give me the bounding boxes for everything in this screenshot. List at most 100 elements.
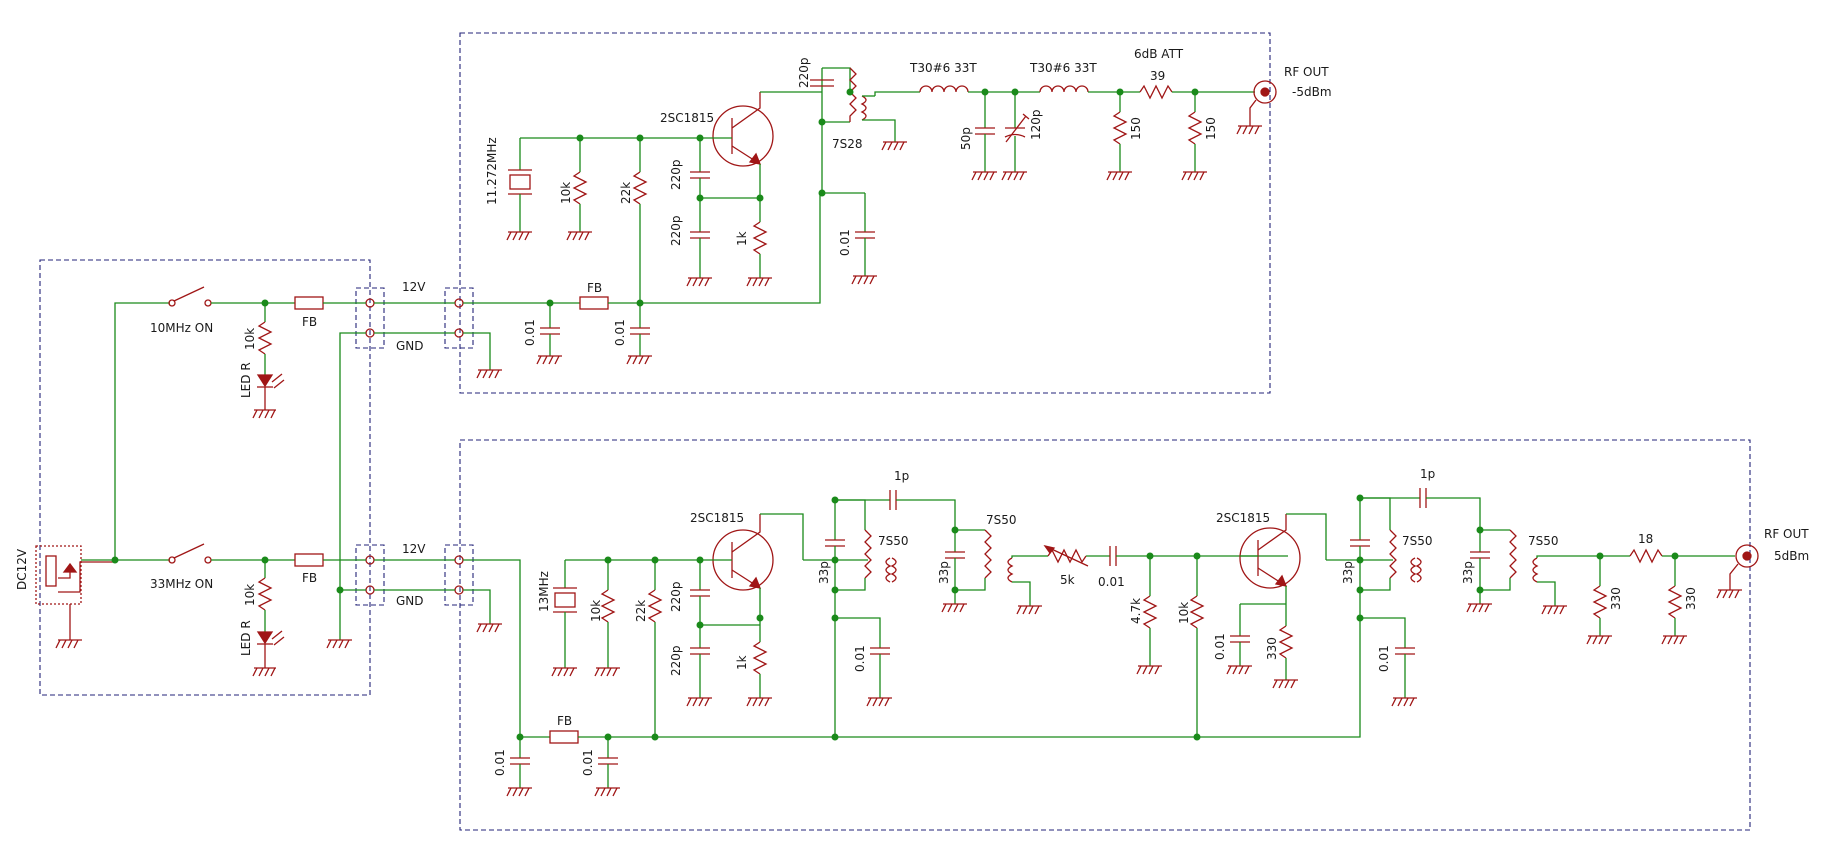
osc10-transistor xyxy=(700,92,774,167)
osc10-fb xyxy=(579,296,609,310)
osc33-rb1-label: 4.7k xyxy=(1129,598,1143,624)
osc33-cb2: 0.01 xyxy=(581,749,595,776)
osc33-ccoup-label: 0.01 xyxy=(1098,575,1125,589)
gnd-top: GND xyxy=(396,339,424,353)
osc10-ra-label: 39 xyxy=(1150,69,1165,83)
osc10-xfmr-label: 7S28 xyxy=(832,137,863,151)
osc33-pot xyxy=(1040,544,1288,567)
osc10-r2 xyxy=(632,138,648,303)
osc33-output-pad xyxy=(1586,548,1735,645)
osc33-transistor-label: 2SC1815 xyxy=(690,511,744,525)
osc10-cdec-label: 0.01 xyxy=(838,229,852,256)
dc-label: DC12V xyxy=(15,548,29,590)
osc33-ce2-label: 0.01 xyxy=(1213,633,1227,660)
osc10-cv-label: 120p xyxy=(1029,109,1043,140)
osc33-transistor2-label: 2SC1815 xyxy=(1216,511,1270,525)
osc33-re xyxy=(746,618,772,707)
v12-bottom: 12V xyxy=(402,542,426,556)
osc10-r1 xyxy=(566,138,592,241)
fb-bottom-label: FB xyxy=(302,571,317,585)
osc33-ctank4-label: 33p xyxy=(1461,561,1475,584)
osc10-lpf xyxy=(874,85,1140,181)
osc33-rs-label: 18 xyxy=(1638,532,1653,546)
led-label-top: LED R xyxy=(239,362,253,398)
osc33-transistor xyxy=(700,514,774,591)
osc10-crystal xyxy=(506,138,532,241)
osc10-transistor-label: 2SC1815 xyxy=(660,111,714,125)
osc33-cc1 xyxy=(835,490,956,530)
osc33-cb1: 0.01 xyxy=(493,749,507,776)
dc-jack xyxy=(35,545,115,649)
osc33-box xyxy=(459,439,1751,831)
osc33-out-label: RF OUT xyxy=(1764,527,1809,541)
osc33-rp1-label: 330 xyxy=(1609,587,1623,610)
osc33-c1 xyxy=(686,560,712,707)
osc33-bypass-caps xyxy=(506,737,620,797)
osc33-tank4 xyxy=(1466,526,1630,615)
osc33-out-level: 5dBm xyxy=(1774,549,1809,563)
led-branch-bottom xyxy=(252,560,285,677)
osc33-xf1-label: 7S50 xyxy=(878,534,909,548)
osc10-cb1: 0.01 xyxy=(523,319,537,346)
osc33-r2-label: 22k xyxy=(634,600,648,622)
osc33-pot-label: 5k xyxy=(1060,573,1075,587)
osc10-out-label: RF OUT xyxy=(1284,65,1329,79)
osc10-r1-label: 10k xyxy=(559,182,573,204)
led-label-bottom: LED R xyxy=(239,620,253,656)
osc33-re-label: 1k xyxy=(735,655,749,670)
osc33-cc2 xyxy=(1360,488,1481,530)
osc10-tank xyxy=(810,67,907,285)
osc33-re2-label: 330 xyxy=(1265,637,1279,660)
power-box xyxy=(39,259,371,696)
osc33-crystal-label: 13MHz xyxy=(537,571,551,612)
osc33-xf2-label: 7S50 xyxy=(986,513,1017,527)
osc10-rf-out-connector xyxy=(1236,80,1277,135)
osc33-cc2-label: 1p xyxy=(1420,467,1435,481)
osc33-tank1 xyxy=(803,496,897,737)
osc10-attenuator xyxy=(1106,84,1255,181)
osc33-rf-out-connector xyxy=(1716,544,1759,599)
osc33-emitter2 xyxy=(1226,603,1298,689)
osc10-att-label: 6dB ATT xyxy=(1134,47,1184,61)
osc10-l1-label: T30#6 33T xyxy=(909,61,977,75)
osc10-l2-label: T30#6 33T xyxy=(1029,61,1097,75)
gnd-bottom: GND xyxy=(396,594,424,608)
osc33-crystal xyxy=(551,560,577,677)
switch-33mhz xyxy=(168,543,212,564)
osc10-bypass-caps xyxy=(536,303,652,365)
osc33-bias2 xyxy=(1136,556,1205,737)
osc10-r2-label: 22k xyxy=(619,182,633,204)
osc33-rp2-label: 330 xyxy=(1684,587,1698,610)
osc10-c1-label: 220p xyxy=(669,159,683,190)
osc10-re xyxy=(746,198,772,287)
osc33-ctank2-label: 33p xyxy=(937,561,951,584)
osc33-xf3-label: 7S50 xyxy=(1402,534,1433,548)
osc10-out-level: -5dBm xyxy=(1292,85,1332,99)
osc33-c2-label: 220p xyxy=(669,645,683,676)
osc33-cd2-label: 0.01 xyxy=(1377,645,1391,672)
r10k-top: 10k xyxy=(243,328,257,350)
osc10-rb2-label: 150 xyxy=(1204,117,1218,140)
osc33-c1-label: 220p xyxy=(669,581,683,612)
osc10-rb1-label: 150 xyxy=(1129,117,1143,140)
osc10-ct-label: 220p xyxy=(797,57,811,88)
osc33-r1 xyxy=(594,560,620,677)
osc33-fb xyxy=(549,730,579,744)
osc33-fb-label: FB xyxy=(557,714,572,728)
osc33-transistor2 xyxy=(1239,514,1301,589)
osc33-cc1-label: 1p xyxy=(894,469,909,483)
osc10-re-label: 1k xyxy=(735,231,749,246)
v12-top: 12V xyxy=(402,280,426,294)
osc10-c50-label: 50p xyxy=(959,127,973,150)
osc33-tank2 xyxy=(941,526,1042,615)
osc33-cd1-label: 0.01 xyxy=(853,645,867,672)
osc33-ctank3-label: 33p xyxy=(1341,561,1355,584)
osc33-r2 xyxy=(647,560,663,737)
led-branch-top xyxy=(252,303,285,419)
osc10-c2-label: 220p xyxy=(669,215,683,246)
sw33-label: 33MHz ON xyxy=(150,577,213,591)
osc33-ctank1-label: 33p xyxy=(817,561,831,584)
osc10-c1 xyxy=(686,138,712,287)
r10k-bottom: 10k xyxy=(243,584,257,606)
